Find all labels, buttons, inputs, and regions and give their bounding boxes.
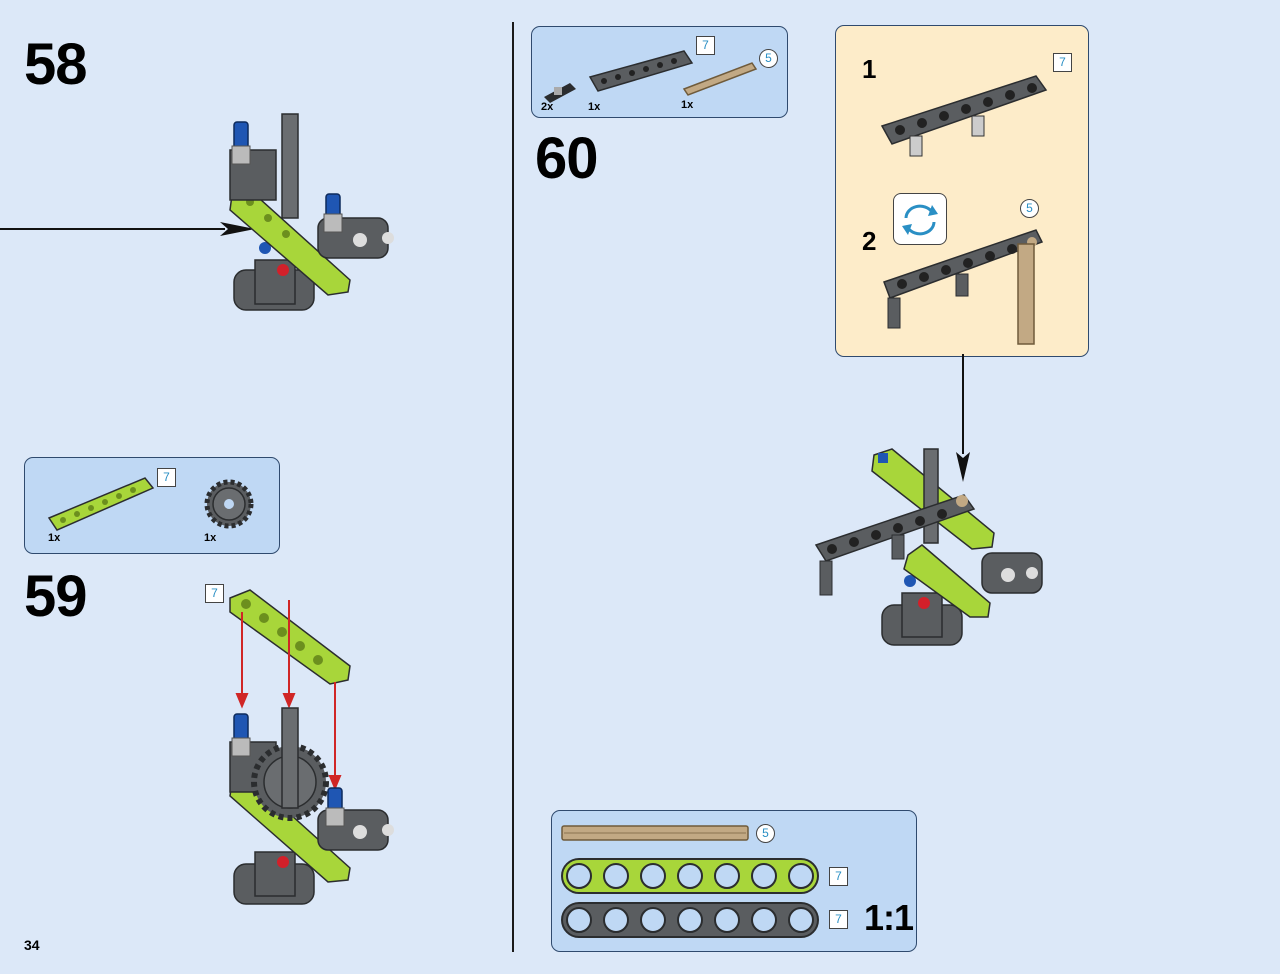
rotate-model-icon bbox=[893, 193, 947, 245]
step-59-assembly-illustration bbox=[229, 589, 394, 905]
gear-part-icon bbox=[204, 479, 254, 529]
pin-part-icon bbox=[544, 83, 576, 103]
scale-lime-beam-length-badge: 7 bbox=[829, 867, 848, 886]
pin-quantity: 2x bbox=[541, 101, 554, 113]
substep-1-length-badge: 7 bbox=[1053, 53, 1072, 72]
substep-2-length-badge: 5 bbox=[1020, 199, 1039, 218]
gray-beam-length-badge: 7 bbox=[696, 36, 715, 55]
lime-beam-scale-icon bbox=[561, 858, 819, 894]
lime-beam-length-badge: 7 bbox=[157, 468, 176, 487]
column-divider bbox=[512, 22, 514, 952]
lime-beam-part-icon bbox=[47, 477, 155, 531]
scale-gray-beam-length-badge: 7 bbox=[829, 910, 848, 929]
tan-axle-part-icon bbox=[682, 62, 758, 96]
substep-2-illustration bbox=[883, 229, 1044, 345]
step-number-58: 58 bbox=[24, 32, 88, 97]
gear-quantity: 1x bbox=[204, 532, 217, 544]
gray-beam-quantity: 1x bbox=[588, 101, 601, 113]
step-number-59: 59 bbox=[24, 564, 88, 629]
step-60-assembly-illustration bbox=[814, 448, 1043, 646]
step-number-60: 60 bbox=[535, 126, 599, 191]
substep-1-illustration bbox=[880, 75, 1048, 157]
scale-axle-length-badge: 5 bbox=[756, 824, 775, 843]
step-59-callout-length-badge: 7 bbox=[205, 584, 224, 603]
step-59-parts-list: 7 1x 1x bbox=[24, 457, 280, 554]
step-60-parts-list: 2x 7 1x 5 1x bbox=[531, 26, 788, 118]
step-58-assembly-illustration bbox=[229, 113, 394, 311]
scale-ratio-label: 1:1 bbox=[864, 897, 914, 938]
gray-beam-scale-icon bbox=[561, 902, 819, 938]
substep-number-2: 2 bbox=[862, 226, 877, 256]
page-number: 34 bbox=[24, 937, 40, 953]
sub-assembly-callout: 1 7 2 5 bbox=[835, 25, 1089, 357]
scale-guide: 5 7 7 1:1 bbox=[551, 810, 917, 952]
substep-number-1: 1 bbox=[862, 54, 877, 84]
step-58-pointer-arrow bbox=[0, 222, 255, 236]
tan-axle-length-badge: 5 bbox=[759, 49, 778, 68]
lime-beam-quantity: 1x bbox=[48, 532, 61, 544]
sub-assembly-arrow bbox=[956, 354, 970, 482]
tan-axle-quantity: 1x bbox=[681, 99, 694, 111]
tan-axle-scale-icon bbox=[561, 825, 749, 841]
gray-beam-part-icon bbox=[588, 50, 694, 92]
